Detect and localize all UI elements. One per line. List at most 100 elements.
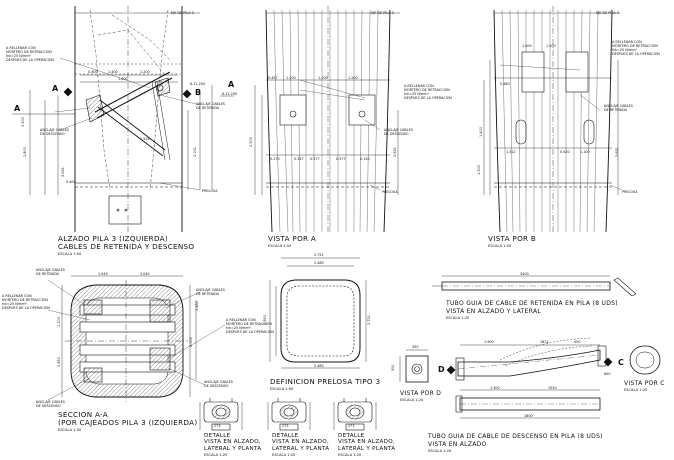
alzado-scale: ESCALA 1:50	[58, 252, 82, 256]
vista-d-scale: ESCALA 1:20	[400, 398, 424, 402]
alzado-dim: 2.001	[192, 147, 197, 157]
vista-a-scale: ESCALA 1:50	[268, 244, 292, 248]
vista-c-view	[629, 345, 661, 375]
vista-b-dim: 1.000	[522, 44, 532, 48]
vista-d-view	[399, 349, 429, 383]
alzado-relleno-note: A RELLENAR CON MORTERO DE RETRACCION fck…	[6, 46, 54, 62]
vista-a-relleno-note: A RELLENAR CON MORTERO DE RETRACCION fck…	[404, 84, 452, 100]
vista-a-dim: 0.457	[268, 76, 278, 80]
prelosa-dim: 2.751	[366, 315, 371, 325]
seccion-anclaje-retenida-note-2: ANCLAJE CABLES DE RETENIDA	[196, 288, 225, 296]
vista-b-top-mark: EJE DE PILA 3	[596, 11, 619, 15]
alzado-dim: 2.631	[60, 167, 65, 177]
alzado-top-mark: EJE DE PILA 3	[171, 11, 194, 15]
alzado-anclaje-descenso-note: ANCLAJE CABLES DE DESCENSO	[40, 128, 69, 136]
tubo-descenso-dim: 1550	[548, 386, 557, 390]
vista-a-anclaje-descenso-note: ANCLAJE CABLES DE DESCENSO	[384, 128, 413, 136]
alzado-dim: 1.600	[118, 77, 128, 81]
tubo-retenida-title: TUBO GUIA DE CABLE DE RETENIDA EN PILA (…	[446, 300, 618, 307]
tubo-descenso-title: TUBO GUIA DE CABLE DE DESCENSO EN PILA (…	[428, 433, 603, 440]
vista-a-dim: 0.577	[310, 157, 320, 161]
detalle-1-dim: 273	[214, 424, 221, 428]
prelosa-dim: 2.480	[314, 364, 324, 368]
vista-d-letter: D	[438, 365, 445, 374]
seccion-subtitle: (POR CAJEADOS PILA 3 (IZQUIERDA)	[58, 418, 198, 427]
detalle-3-title: DETALLE VISTA EN ALZADO, LATERAL Y PLANT…	[338, 433, 396, 452]
seccion-anclaje-retenida-note-1: ANCLAJE CABLES DE RETENIDA	[36, 268, 65, 276]
tubo-retenida-scale: ESCALA 1:20	[446, 316, 470, 320]
vista-b-dim: 1.400	[478, 127, 483, 137]
seccion-scale: ESCALA 1:50	[58, 428, 82, 432]
vista-b-dim: 2.631	[614, 147, 619, 157]
seccion-dim: 1.040	[140, 272, 150, 276]
vista-a-view	[254, 6, 400, 233]
vista-a-dim: 0.150	[360, 157, 370, 161]
seccion-dim: 0.850	[56, 357, 61, 367]
vista-a-dim: 0.270	[270, 157, 280, 161]
alzado-dim: 1.400	[108, 70, 118, 74]
vista-b-title: VISTA POR B	[488, 234, 537, 243]
vista-a-prelosa-note: PRELOSA	[382, 190, 398, 194]
tubo-descenso-dim: 1.300	[490, 386, 500, 390]
tubo-descenso-dim: 1822	[540, 340, 549, 344]
alzado-dim: 0.400	[66, 180, 76, 184]
tubo-descenso-scale: ESCALA 1:20	[428, 449, 452, 453]
vista-a-dim: 0.327	[294, 157, 304, 161]
alzado-dim: 1.524	[140, 137, 150, 141]
vista-c-title: VISTA POR C	[624, 380, 665, 387]
vista-a-dim: 0.577	[336, 157, 346, 161]
seccion-title: SECCION A-A	[58, 410, 108, 419]
seccion-relleno-note-2: A RELLENAR CON MORTERO DE RETRACCION fck…	[226, 318, 274, 334]
vista-a-dim: 2.631	[392, 147, 397, 157]
detalle-3-dim: 273	[348, 424, 355, 428]
seccion-anclaje-descenso-note-2: ANCLAJE CABLES DE DESCENSO	[204, 380, 233, 388]
detalles-views	[199, 398, 377, 431]
alzado-subtitle: CABLES DE RETENIDA Y DESCENSO	[58, 242, 195, 251]
seccion-dim: 1.200	[56, 317, 61, 327]
vista-b-dim: 0.420	[560, 150, 570, 154]
prelosa-dim: 2.480	[314, 261, 324, 265]
seccion-view	[47, 275, 226, 402]
prelosa-title: DEFINICION PRELOSA TIPO 3	[270, 377, 381, 386]
tubo-descenso-dim: 450	[574, 340, 581, 344]
detalle-3-scale: ESCALA 1:20	[338, 453, 362, 457]
seccion-dim: 2.000	[188, 337, 193, 347]
detalle-1-scale: ESCALA 1:20	[204, 453, 228, 457]
prelosa-dim: 2.950	[262, 315, 267, 325]
alzado-dim: 0.500	[20, 117, 25, 127]
vista-b-dim: 1.500	[476, 165, 481, 175]
vista-a-dim: 1.200	[348, 76, 358, 80]
alzado-section-letter-left: A	[14, 104, 21, 113]
vista-b-prelosa-note: PRELOSA	[622, 190, 638, 194]
alzado-section-letter-left-2: A	[52, 84, 59, 93]
tubo-descenso-dim: 1800	[524, 414, 533, 418]
vista-d-title: VISTA POR D	[400, 390, 442, 397]
alzado-anclaje-retenida-note: ANCLAJE CABLES DE RETENIDA	[196, 102, 225, 110]
alzado-prelosa-note: PRELOSA	[202, 189, 218, 193]
tubo-descenso-dim: 1.900	[484, 340, 494, 344]
vista-c-letter: C	[618, 358, 624, 367]
vista-a-dim: 1.200	[286, 76, 296, 80]
alzado-section-letter-right: B	[195, 88, 202, 97]
vista-a-dim: 2.500	[248, 137, 253, 147]
vista-a-title: VISTA POR A	[268, 234, 317, 243]
vista-b-dim: 1.200	[546, 44, 556, 48]
alzado-view	[12, 6, 234, 232]
tubo-retenida-subtitle: VISTA EN ALZADO Y LATERAL	[446, 308, 542, 315]
alzado-dim: 8.11.200	[190, 82, 206, 86]
vista-c-scale: ESCALA 1:20	[624, 388, 648, 392]
alzado-dim: 0.400	[88, 70, 98, 74]
detalle-2-scale: ESCALA 1:20	[272, 453, 296, 457]
tubo-descenso-subtitle: VISTA EN ALZADO	[428, 441, 487, 448]
vista-a-dim: 1.100	[318, 76, 328, 80]
vista-a-top-mark: EJE DE PILA 3	[371, 11, 394, 15]
vista-a-section-letter: A	[228, 80, 235, 89]
detalle-2-dim: 273	[282, 424, 289, 428]
vista-b-dim: 1.512	[506, 150, 516, 154]
vista-b-scale: ESCALA 1:50	[488, 244, 512, 248]
vista-d-dim: 300	[391, 364, 396, 372]
tubo-retenida-view	[432, 275, 637, 297]
detalle-2-title: DETALLE VISTA EN ALZADO, LATERAL Y PLANT…	[272, 433, 330, 452]
